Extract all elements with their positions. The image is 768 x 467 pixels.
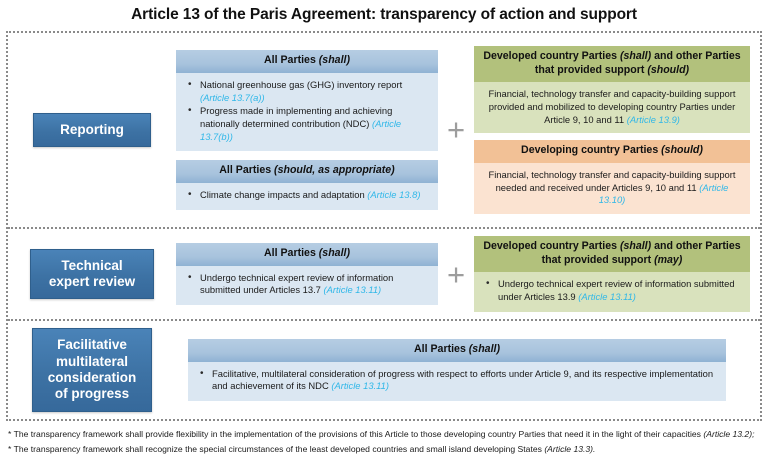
row-technical-expert-review: Technical expert review All Parties (sha… xyxy=(8,229,760,321)
stage-label-technical-expert-review[interactable]: Technical expert review xyxy=(30,248,154,300)
row-ter-content: All Parties (shall) Undergo technical ex… xyxy=(176,236,760,312)
bullet-list: National greenhouse gas (GHG) inventory … xyxy=(185,78,429,143)
ter-right-column: Developed country Parties (shall) and ot… xyxy=(474,236,750,312)
card-body: Undergo technical expert review of infor… xyxy=(176,265,438,305)
card-header-main: All Parties xyxy=(414,343,469,356)
bullet-text: Climate change impacts and adaptation xyxy=(200,188,368,200)
card-paragraph: Financial, technology transfer and capac… xyxy=(488,168,736,193)
card-header-modal: (shall) xyxy=(318,54,350,67)
reporting-right-column: Developed country Parties (shall) and ot… xyxy=(474,46,750,214)
article-reference: (Article 13.7(a)) xyxy=(200,91,265,103)
footnotes: * The transparency framework shall provi… xyxy=(8,428,760,459)
card-header-modal: (should, as appropriate) xyxy=(274,164,395,177)
page-title: Article 13 of the Paris Agreement: trans… xyxy=(131,6,637,23)
card-body: Financial, technology transfer and capac… xyxy=(474,162,750,214)
row-reporting-label-cell: Reporting xyxy=(8,112,176,148)
list-item: Undergo technical expert review of infor… xyxy=(188,271,429,297)
bullet-list: Undergo technical expert review of infor… xyxy=(185,271,429,297)
list-item: National greenhouse gas (GHG) inventory … xyxy=(188,78,429,104)
row-ter-label-cell: Technical expert review xyxy=(8,248,176,300)
footnote-text: The transparency framework shall recogni… xyxy=(13,444,545,455)
card-header-modal-2: (may) xyxy=(654,253,683,266)
bullet-text: Undergo technical expert review of infor… xyxy=(200,271,394,296)
card-ter-all-parties-shall[interactable]: All Parties (shall) Undergo technical ex… xyxy=(176,243,438,305)
card-header-modal: (shall) xyxy=(468,343,500,356)
card-header-tail: and other Parties that provided support xyxy=(541,240,741,266)
card-body: Undergo technical expert review of infor… xyxy=(474,272,750,312)
article-reference: (Article 13.11) xyxy=(331,380,389,392)
card-header: Developed country Parties (shall) and ot… xyxy=(474,236,750,273)
footnote-marker: * xyxy=(8,429,12,439)
footnote-2: * The transparency framework shall recog… xyxy=(8,443,760,456)
list-item: Progress made in implementing and achiev… xyxy=(188,104,429,143)
card-body: Facilitative, multilateral consideration… xyxy=(188,361,726,401)
card-fmcp-all-parties-shall[interactable]: All Parties (shall) Facilitative, multil… xyxy=(188,339,726,401)
stage-label-facilitative-multilateral-consideration[interactable]: Facilitative multilateral consideration … xyxy=(32,328,152,412)
article-reference: (Article 13.7(b)) xyxy=(200,117,402,142)
bullet-text: Facilitative, multilateral consideration… xyxy=(212,367,714,392)
footnote-reference: (Article 13.2); xyxy=(703,429,755,439)
card-header-main: All Parties xyxy=(219,164,275,177)
card-reporting-developed-countries[interactable]: Developed country Parties (shall) and ot… xyxy=(474,46,750,134)
card-ter-developed-countries[interactable]: Developed country Parties (shall) and ot… xyxy=(474,236,750,312)
fmcp-full-column: All Parties (shall) Facilitative, multil… xyxy=(188,339,726,401)
card-header-modal: (shall) xyxy=(619,240,652,253)
card-header-main: All Parties xyxy=(264,247,319,260)
list-item: Undergo technical expert review of infor… xyxy=(486,277,741,303)
bullet-list: Climate change impacts and adaptation (A… xyxy=(185,188,429,202)
card-reporting-developing-countries[interactable]: Developing country Parties (should) Fina… xyxy=(474,140,750,214)
card-header: Developed country Parties (shall) and ot… xyxy=(474,46,750,83)
stage-label-reporting[interactable]: Reporting xyxy=(33,112,151,148)
card-reporting-all-parties-shall[interactable]: All Parties (shall) National greenhouse … xyxy=(176,50,438,152)
footnote-text: The transparency framework shall provide… xyxy=(13,429,704,439)
card-header-modal-2: (should) xyxy=(647,63,690,76)
card-header-tail: and other Parties that provided support xyxy=(534,50,741,76)
footnote-1: * The transparency framework shall provi… xyxy=(8,428,760,441)
row-reporting-content: All Parties (shall) National greenhouse … xyxy=(176,46,760,214)
card-header: All Parties (shall) xyxy=(188,339,726,362)
diagram-frame: Reporting All Parties (shall) National g… xyxy=(6,31,762,421)
card-header: All Parties (shall) xyxy=(176,243,438,266)
footnote-reference: (Article 13.3). xyxy=(544,444,596,455)
bullet-list: Facilitative, multilateral consideration… xyxy=(197,367,717,393)
list-item: Facilitative, multilateral consideration… xyxy=(200,367,717,393)
card-header-main: Developed country Parties xyxy=(483,240,620,253)
plus-connector-reporting: + xyxy=(446,112,466,148)
card-header: All Parties (shall) xyxy=(176,50,438,73)
article-reference: (Article 13.9) xyxy=(626,113,680,125)
card-header-main: All Parties xyxy=(264,54,319,67)
article-reference: (Article 13.11) xyxy=(578,291,636,303)
ter-left-column: All Parties (shall) Undergo technical ex… xyxy=(176,243,438,305)
card-paragraph: Financial, technology transfer and capac… xyxy=(488,88,736,125)
card-header: Developing country Parties (should) xyxy=(474,140,750,163)
bullet-text: Progress made in implementing and achiev… xyxy=(200,105,393,129)
card-header-main: Developing country Parties xyxy=(521,144,662,157)
bullet-text: Undergo technical expert review of infor… xyxy=(498,278,735,303)
card-header-modal: (shall) xyxy=(619,50,652,63)
card-reporting-all-parties-should[interactable]: All Parties (should, as appropriate) Cli… xyxy=(176,160,438,210)
reporting-left-column: All Parties (shall) National greenhouse … xyxy=(176,50,438,210)
card-body: Financial, technology transfer and capac… xyxy=(474,82,750,134)
card-header: All Parties (should, as appropriate) xyxy=(176,160,438,183)
card-body: Climate change impacts and adaptation (A… xyxy=(176,182,438,210)
card-header-modal: (should) xyxy=(661,144,703,157)
footnote-marker: * xyxy=(8,444,12,455)
article-reference: (Article 13.10) xyxy=(598,181,729,206)
card-header-main: Developed country Parties xyxy=(483,50,620,63)
list-item: Climate change impacts and adaptation (A… xyxy=(188,188,429,202)
article-reference: (Article 13.8) xyxy=(367,188,421,200)
card-header-modal: (shall) xyxy=(318,247,350,260)
plus-connector-ter: + xyxy=(446,256,466,292)
article-reference: (Article 13.11) xyxy=(323,284,382,296)
row-facilitative-multilateral-consideration: Facilitative multilateral consideration … xyxy=(8,321,760,419)
row-fmcp-content: All Parties (shall) Facilitative, multil… xyxy=(176,339,760,401)
row-fmcp-label-cell: Facilitative multilateral consideration … xyxy=(8,328,176,412)
bullet-text: National greenhouse gas (GHG) inventory … xyxy=(200,78,403,90)
row-reporting: Reporting All Parties (shall) National g… xyxy=(8,33,760,229)
bullet-list: Undergo technical expert review of infor… xyxy=(483,277,741,303)
card-body: National greenhouse gas (GHG) inventory … xyxy=(176,72,438,152)
